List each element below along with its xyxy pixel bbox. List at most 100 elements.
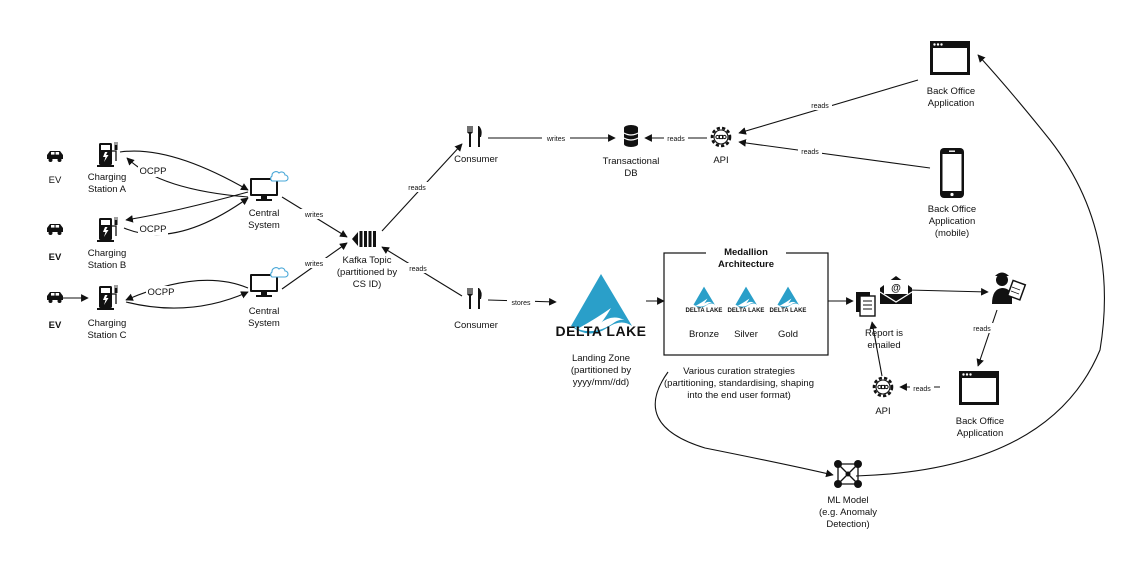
station-a-label-1: Charging — [88, 172, 127, 183]
central-1-label-2: System — [248, 220, 280, 231]
medallion-tier-bronze: DELTA LAKE Bronze — [686, 286, 723, 340]
car-icon — [47, 224, 63, 235]
network-graph-icon — [834, 460, 862, 488]
delta-lake-logo — [693, 286, 715, 308]
charging-station-icon — [96, 284, 119, 311]
delta-label-1: Landing Zone — [572, 353, 630, 364]
edge-station-c-central — [125, 291, 249, 309]
edge-central-station-c — [125, 279, 249, 301]
ml-label-1: ML Model — [827, 495, 868, 506]
node-report: @ Report is emailed — [856, 276, 913, 351]
edge-station-b-central — [123, 197, 249, 235]
node-medallion: Medallion Architecture DELTA LAKE Bronze… — [663, 246, 829, 356]
consumer-2-label: Consumer — [454, 320, 498, 331]
node-ev-b: EV — [47, 224, 63, 263]
curation-note: Various curation strategies (partitionin… — [664, 366, 814, 401]
medallion-title-2: Architecture — [718, 259, 774, 270]
consumer-1-label: Consumer — [454, 154, 498, 165]
ml-label-2: (e.g. Anomaly — [819, 507, 877, 518]
node-delta-lake: DELTA LAKE Landing Zone (partitioned by … — [555, 274, 646, 388]
edge-label-writes-2: writes — [304, 261, 324, 268]
edge-label-reads-api2: reads — [913, 386, 931, 393]
edge-label-ocpp-b: OCPP — [140, 224, 167, 235]
medallion-tier-silver: DELTA LAKE Silver — [728, 286, 765, 340]
edge-labels: OCPP OCPP OCPP writes writes reads reads… — [138, 100, 994, 393]
node-api-2: API — [872, 376, 894, 417]
kafka-label-2: (partitioned by — [337, 267, 397, 278]
mobile-label-2: Application — [929, 216, 975, 227]
database-icon — [623, 124, 639, 148]
backoffice-1-label-2: Application — [928, 98, 974, 109]
browser-window-icon — [959, 371, 999, 405]
charging-station-icon — [96, 141, 119, 168]
bronze-logo-text: DELTA LAKE — [686, 308, 723, 314]
edge-label-reads-kafka-2: reads — [409, 266, 427, 273]
station-b-label-2: Station B — [88, 260, 127, 271]
edge-label-writes-db: writes — [546, 136, 566, 143]
edge-label-reads-mobile: reads — [801, 149, 819, 156]
central-2-label-2: System — [248, 318, 280, 329]
edge-label-writes-1: writes — [304, 212, 324, 219]
node-person — [992, 272, 1027, 304]
node-transactional-db: Transactional DB — [603, 124, 660, 179]
node-backoffice-mobile: Back Office Application (mobile) — [928, 148, 976, 239]
node-backoffice-2: Back Office Application — [956, 371, 1004, 439]
car-icon — [47, 151, 63, 162]
station-c-label-1: Charging — [88, 318, 127, 329]
browser-window-icon — [930, 41, 970, 75]
backoffice-2-label-1: Back Office — [956, 416, 1004, 427]
trans-db-label-1: Transactional — [603, 156, 660, 167]
node-central-system-2: Central System — [248, 267, 289, 329]
station-b-label-1: Charging — [88, 248, 127, 259]
ev-a-label: EV — [49, 175, 62, 186]
node-central-system-1: Central System — [248, 171, 289, 231]
tier-label: Gold — [778, 329, 798, 340]
fork-knife-icon — [466, 125, 483, 148]
edge-station-a-central — [119, 150, 249, 191]
node-ev-a: EV — [47, 151, 63, 186]
central-1-label-1: Central — [249, 208, 280, 219]
station-a-label-2: Station A — [88, 184, 127, 195]
backoffice-1-label-1: Back Office — [927, 86, 975, 97]
report-label-1: Report is — [865, 328, 903, 339]
svg-text:@: @ — [891, 283, 901, 294]
medallion-title-1: Medallion — [724, 247, 768, 258]
edge-curation-ml — [654, 371, 834, 478]
charging-station-icon — [96, 216, 119, 243]
edge-label-reads-backoffice: reads — [811, 103, 829, 110]
edge-mobile-reads-api — [738, 139, 931, 169]
kafka-topic-icon — [352, 231, 376, 247]
medallion-tier-gold: DELTA LAKE Gold — [770, 286, 807, 340]
edge-ml-backoffice — [855, 54, 1105, 477]
node-api-1: API — [710, 126, 732, 166]
tier-label: Bronze — [689, 329, 719, 340]
delta-label-3: yyyy/mm//dd) — [573, 377, 629, 388]
node-consumer-1: Consumer — [454, 125, 498, 165]
edge-label-ocpp-a: OCPP — [140, 166, 167, 177]
fork-knife-icon — [466, 287, 483, 310]
ev-b-label: EV — [49, 252, 62, 263]
curation-line-3: into the end user format) — [687, 390, 791, 401]
delta-lake-logo — [777, 286, 799, 308]
person-reading-icon — [992, 272, 1027, 304]
report-label-2: emailed — [867, 340, 900, 351]
silver-logo-text: DELTA LAKE — [728, 308, 765, 314]
node-backoffice-1: Back Office Application — [927, 41, 975, 109]
edge-label-ocpp-c: OCPP — [148, 287, 175, 298]
central-2-label-1: Central — [249, 306, 280, 317]
email-report-icon: @ — [856, 276, 913, 317]
node-consumer-2: Consumer — [454, 287, 498, 331]
ml-label-3: Detection) — [826, 519, 869, 530]
api-gear-icon — [872, 376, 894, 398]
node-station-b: Charging Station B — [88, 216, 127, 271]
trans-db-label-2: DB — [624, 168, 637, 179]
delta-lake-logo — [735, 286, 757, 308]
kafka-label-1: Kafka Topic — [343, 255, 392, 266]
edge-central-station-b — [125, 191, 249, 223]
edge-label-stores: stores — [511, 300, 531, 307]
node-ev-c: EV — [47, 292, 63, 331]
api-gear-icon — [710, 126, 732, 148]
curation-line-1: Various curation strategies — [683, 366, 795, 377]
gold-logo-text: DELTA LAKE — [770, 308, 807, 314]
